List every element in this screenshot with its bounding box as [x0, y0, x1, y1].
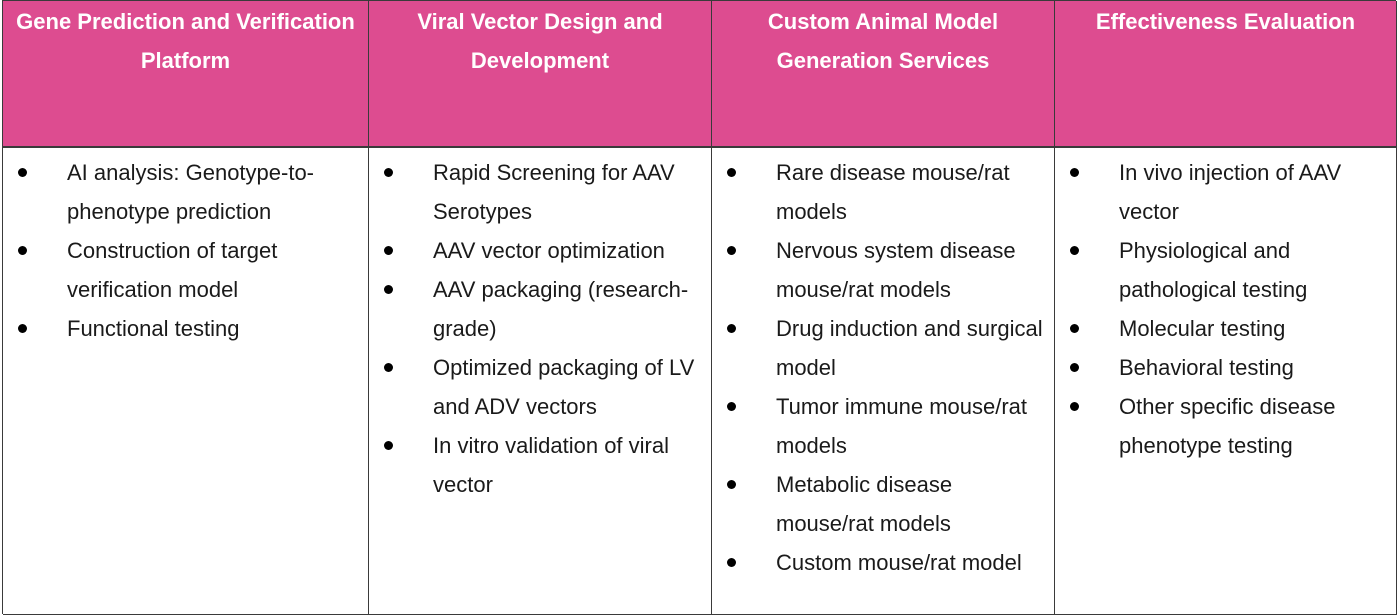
bullet-icon: [1070, 168, 1079, 177]
list-item-text: Metabolic disease mouse/rat models: [776, 472, 953, 536]
list-item: AAV vector optimization: [377, 231, 703, 270]
list-item: AI analysis: Genotype-to-phenotype predi…: [11, 153, 360, 231]
list-item-text: AAV packaging (research-grade): [433, 277, 689, 341]
header-gene-prediction: Gene Prediction and Verification Platfor…: [3, 1, 369, 148]
bullet-icon: [727, 402, 736, 411]
list-item-text: Construction of target verification mode…: [67, 238, 278, 302]
bullet-icon: [384, 363, 393, 372]
list-item: Tumor immune mouse/rat models: [720, 387, 1046, 465]
list-item-text: Functional testing: [67, 316, 240, 341]
bullet-icon: [1070, 324, 1079, 333]
list-item: Molecular testing: [1063, 309, 1388, 348]
list-item: Metabolic disease mouse/rat models: [720, 465, 1046, 543]
bullet-icon: [727, 480, 736, 489]
bullet-icon: [727, 168, 736, 177]
list-item-text: Other specific disease phenotype testing: [1119, 394, 1336, 458]
bullet-icon: [18, 246, 27, 255]
column-viral-vector: Rapid Screening for AAV Serotypes AAV ve…: [369, 148, 712, 615]
bullet-icon: [727, 558, 736, 567]
bullet-icon: [1070, 402, 1079, 411]
column-effectiveness: In vivo injection of AAV vector Physiolo…: [1055, 148, 1397, 615]
bullet-icon: [727, 246, 736, 255]
column-animal-model: Rare disease mouse/rat models Nervous sy…: [712, 148, 1055, 615]
list-item: Physiological and pathological testing: [1063, 231, 1388, 309]
bullet-icon: [727, 324, 736, 333]
bullet-icon: [384, 168, 393, 177]
list-effectiveness: In vivo injection of AAV vector Physiolo…: [1063, 153, 1388, 465]
list-item-text: Rapid Screening for AAV Serotypes: [433, 160, 675, 224]
list-item-text: Custom mouse/rat model: [776, 550, 1022, 575]
list-item-text: Tumor immune mouse/rat models: [776, 394, 1028, 458]
bullet-icon: [384, 246, 393, 255]
list-item-text: Rare disease mouse/rat models: [776, 160, 1010, 224]
list-item: Functional testing: [11, 309, 360, 348]
list-animal-model: Rare disease mouse/rat models Nervous sy…: [720, 153, 1046, 582]
list-item-text: Behavioral testing: [1119, 355, 1294, 380]
column-gene-prediction: AI analysis: Genotype-to-phenotype predi…: [3, 148, 369, 615]
list-item: Drug induction and surgical model: [720, 309, 1046, 387]
list-gene-prediction: AI analysis: Genotype-to-phenotype predi…: [11, 153, 360, 348]
list-item-text: Nervous system disease mouse/rat models: [776, 238, 1016, 302]
bullet-icon: [18, 168, 27, 177]
list-item-text: Drug induction and surgical model: [776, 316, 1043, 380]
header-animal-model: Custom Animal Model Generation Services: [712, 1, 1055, 148]
bullet-icon: [1070, 246, 1079, 255]
header-effectiveness: Effectiveness Evaluation: [1055, 1, 1397, 148]
bullet-icon: [384, 285, 393, 294]
bullet-icon: [384, 441, 393, 450]
list-item-text: In vivo injection of AAV vector: [1119, 160, 1342, 224]
list-item: Rapid Screening for AAV Serotypes: [377, 153, 703, 231]
list-item-text: AI analysis: Genotype-to-phenotype predi…: [67, 160, 315, 224]
list-item-text: Optimized packaging of LV and ADV vector…: [433, 355, 695, 419]
list-item-text: AAV vector optimization: [433, 238, 665, 263]
list-item: Behavioral testing: [1063, 348, 1388, 387]
list-viral-vector: Rapid Screening for AAV Serotypes AAV ve…: [377, 153, 703, 504]
bullet-icon: [1070, 363, 1079, 372]
list-item: Custom mouse/rat model: [720, 543, 1046, 582]
list-item: AAV packaging (research-grade): [377, 270, 703, 348]
list-item: Nervous system disease mouse/rat models: [720, 231, 1046, 309]
list-item: In vitro validation of viral vector: [377, 426, 703, 504]
list-item-text: In vitro validation of viral vector: [433, 433, 669, 497]
header-viral-vector: Viral Vector Design and Development: [369, 1, 712, 148]
list-item: Other specific disease phenotype testing: [1063, 387, 1388, 465]
list-item: Rare disease mouse/rat models: [720, 153, 1046, 231]
list-item-text: Physiological and pathological testing: [1119, 238, 1308, 302]
list-item: Optimized packaging of LV and ADV vector…: [377, 348, 703, 426]
list-item-text: Molecular testing: [1119, 316, 1286, 341]
list-item: In vivo injection of AAV vector: [1063, 153, 1388, 231]
list-item: Construction of target verification mode…: [11, 231, 360, 309]
bullet-icon: [18, 324, 27, 333]
